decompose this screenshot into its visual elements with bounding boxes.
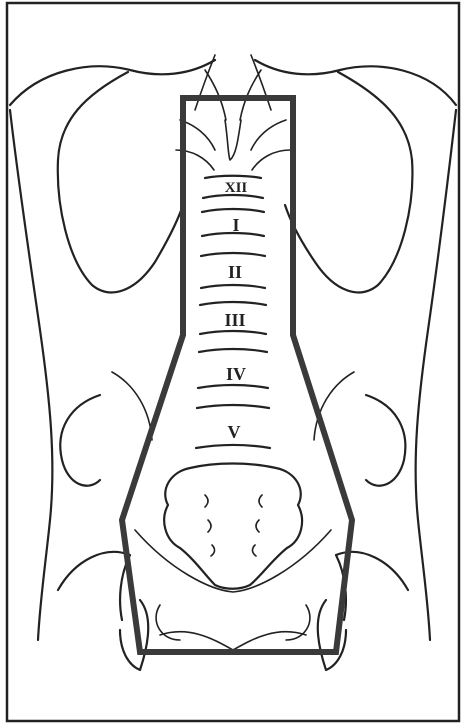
vertebra-label-l5: V <box>228 422 241 442</box>
left-rib-cage <box>58 72 183 292</box>
left-body-side <box>10 110 52 640</box>
sacral-foramina-left <box>205 495 215 556</box>
right-flank-curve <box>314 372 354 440</box>
sacrum <box>164 464 302 589</box>
thoracic-rib-lines <box>176 55 290 170</box>
right-rib-cage <box>285 72 412 292</box>
sacral-foramina-right <box>252 495 262 556</box>
left-hip-outline <box>58 552 130 620</box>
pubic-arch <box>160 632 306 650</box>
vertebra-label-l1: I <box>232 215 239 235</box>
vertebra-label-t12: XII <box>225 180 248 196</box>
vertebra-label-l3: III <box>224 310 245 330</box>
right-iliac-crest <box>366 395 405 486</box>
pelvic-rim <box>135 530 331 592</box>
left-iliac-crest <box>60 395 100 486</box>
left-flank-curve <box>112 372 152 440</box>
vertebra-label-l4: IV <box>226 364 246 384</box>
right-body-side <box>416 110 456 640</box>
vertebra-label-l2: II <box>228 262 242 282</box>
